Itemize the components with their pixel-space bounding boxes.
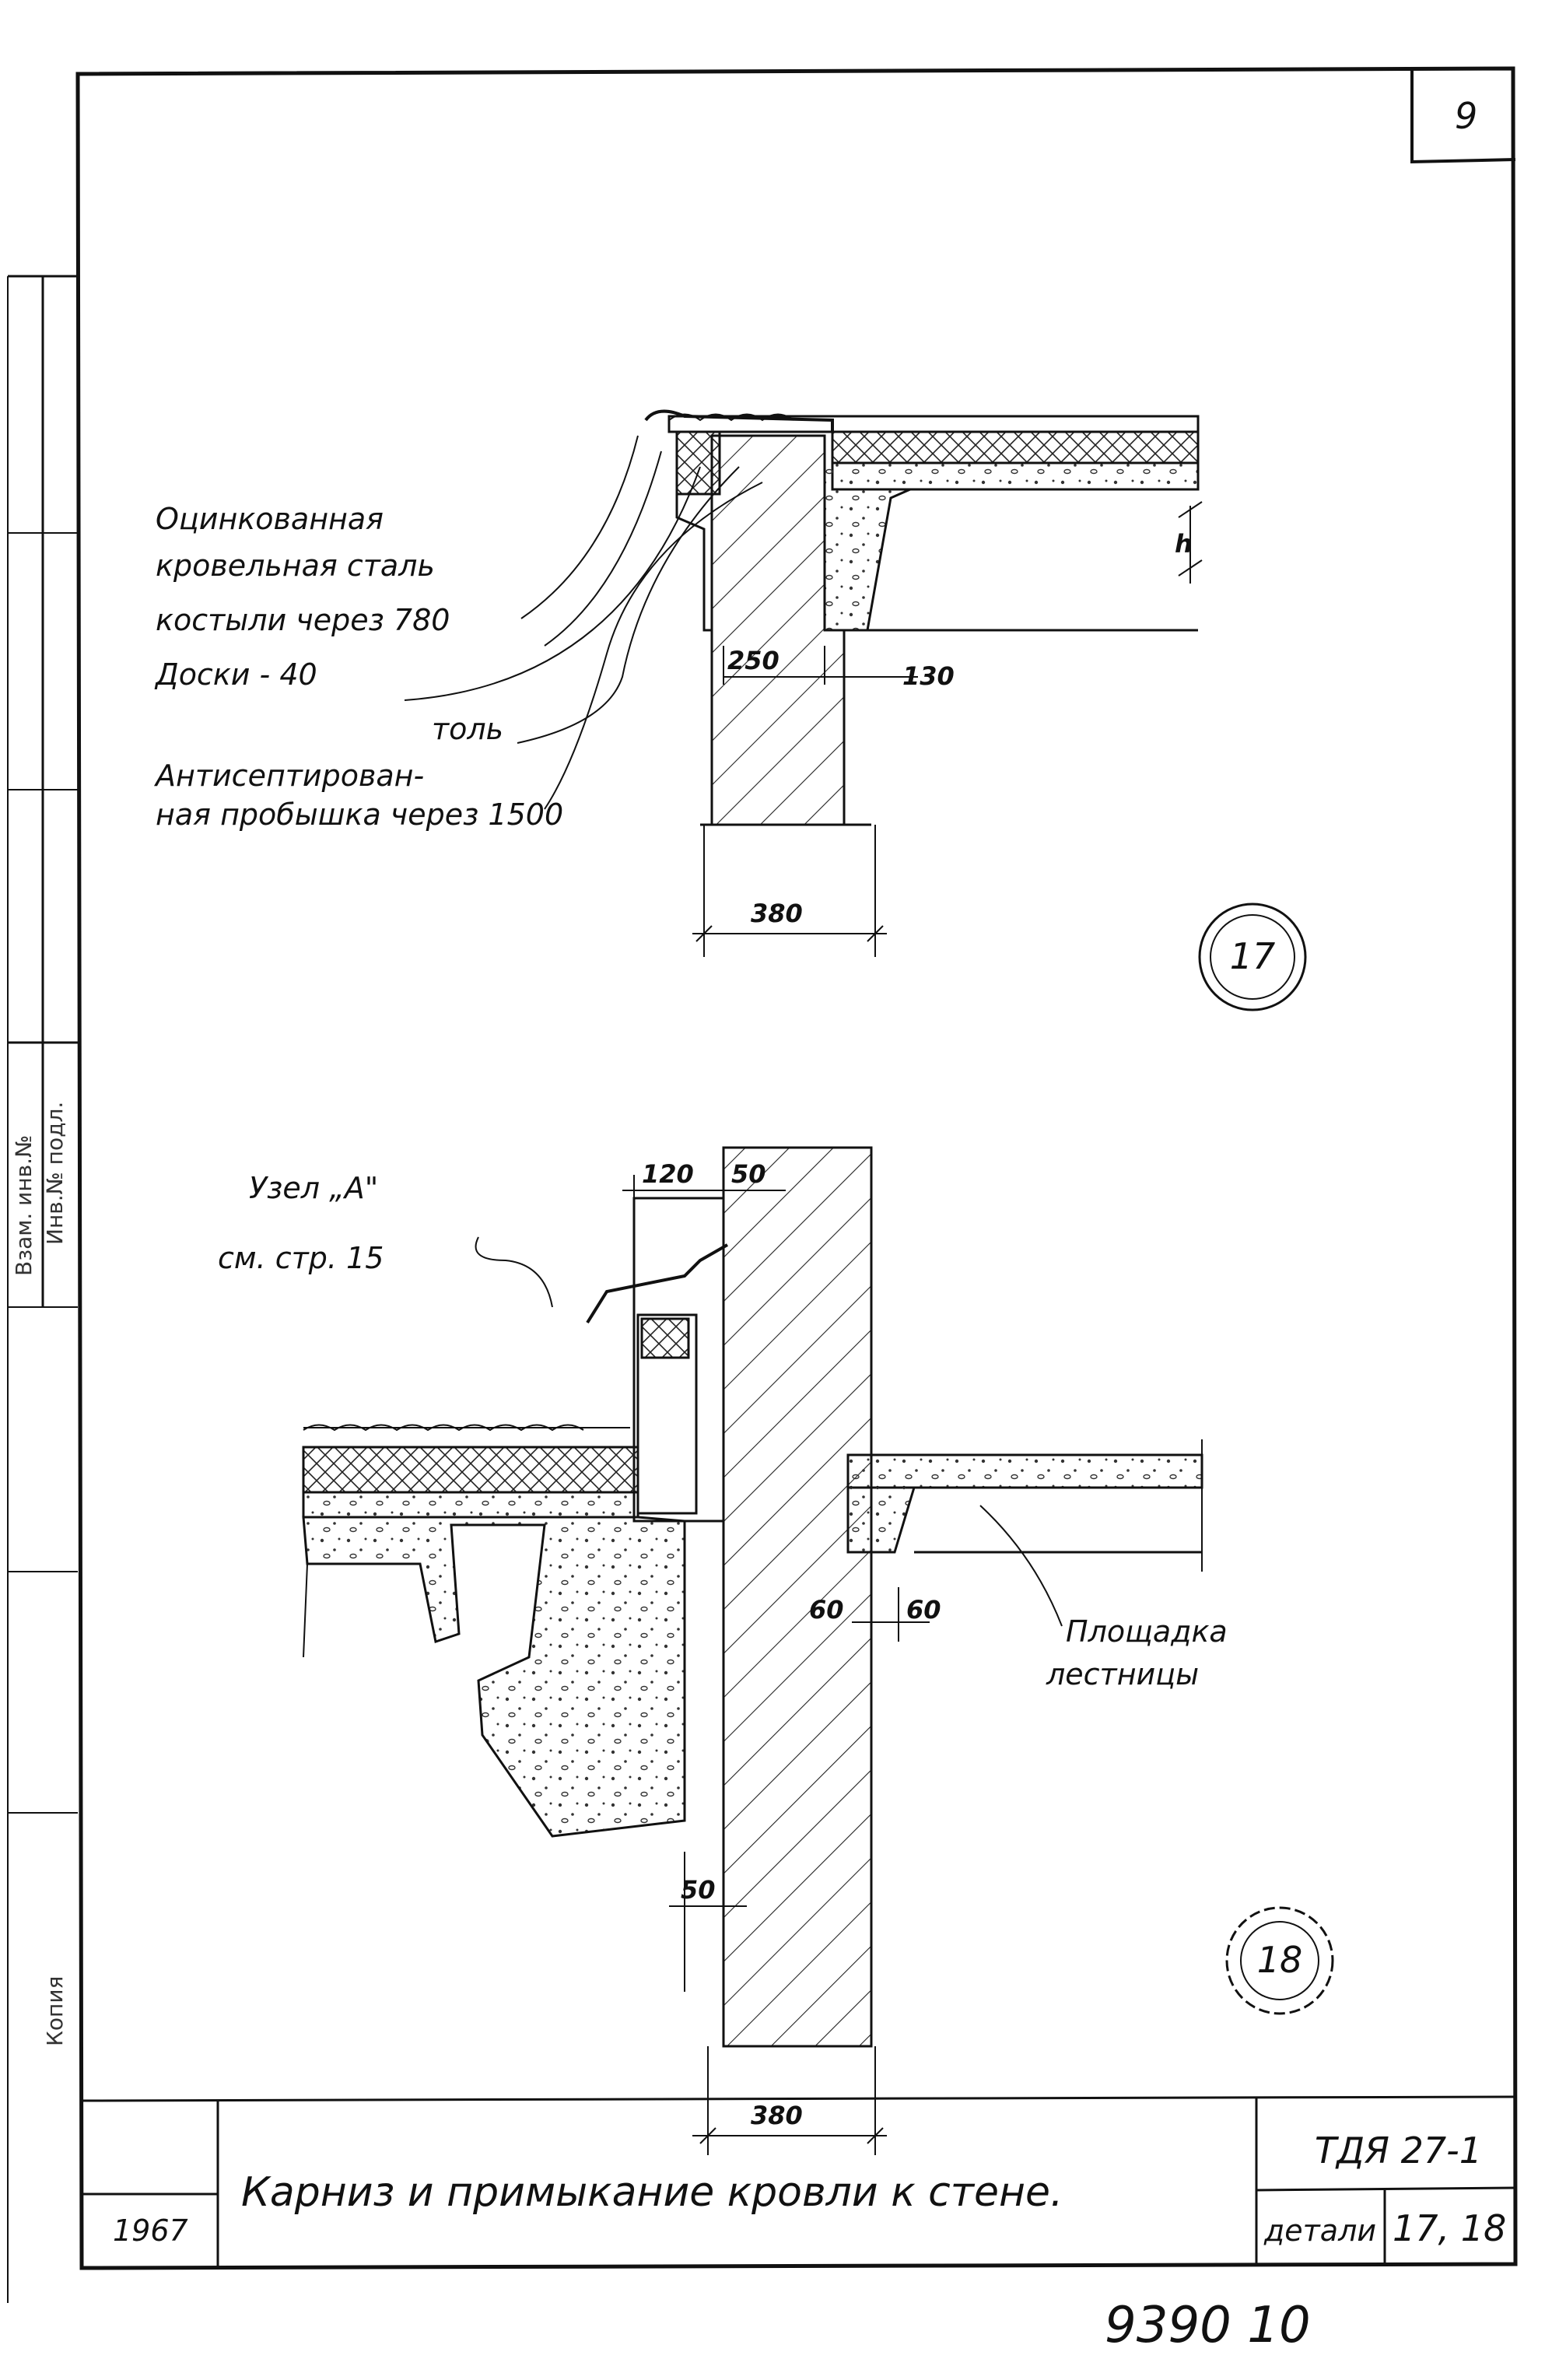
detail-17-label-4: толь: [432, 712, 503, 746]
detail-17-dim-250: 250: [727, 646, 780, 675]
detail-17-label-3: Доски - 40: [154, 657, 317, 692]
title-text: Карниз и примыкание кровли к стене.: [241, 2169, 1063, 2216]
detail-17-label-steel-2: кровельная сталь: [156, 549, 435, 583]
side-mark-3: Копия: [42, 1976, 68, 2046]
footer-number: 9390 10: [1105, 2297, 1311, 2354]
title-details-label: детали: [1263, 2214, 1376, 2248]
detail-17-label-anti-2: ная пробышка через 1500: [156, 797, 563, 832]
detail-18-dim-120: 120: [642, 1159, 694, 1189]
detail-17-dim-h: h: [1175, 529, 1193, 559]
detail-17-dim-130: 130: [902, 661, 955, 691]
detail-18-dim-50-top: 50: [731, 1159, 766, 1189]
title-details-value: 17, 18: [1393, 2207, 1506, 2249]
detail-18-marker-label: 18: [1257, 1939, 1303, 1981]
detail-17-marker-label: 17: [1230, 935, 1276, 977]
title-block: [81, 2095, 1516, 2268]
detail-18-dim-60: 60: [906, 1595, 941, 1625]
page-number: 9: [1455, 95, 1477, 137]
detail-17-dim-380: 380: [751, 899, 803, 928]
side-mark-2: Взам. инв.№: [11, 1135, 37, 1276]
detail-18-dim-60-left: 60: [809, 1595, 844, 1625]
side-mark-1: Инв.№ подл.: [42, 1102, 68, 1245]
detail-17-label-steel-1: Оцинкованная: [156, 502, 384, 536]
detail-18-dim-380: 380: [751, 2101, 803, 2130]
detail-18-node-ref-1: Узел „А": [249, 1171, 378, 1205]
detail-17-label-2: костыли через 780: [156, 603, 450, 637]
detail-18-marker: [1225, 1906, 1334, 2015]
detail-18-drawing: [302, 1146, 1203, 2155]
sheet-frame: [7, 66, 1518, 2303]
detail-18-dim-50-bottom: 50: [681, 1875, 716, 1905]
detail-17-marker: [1198, 903, 1307, 1011]
detail-18-landing-2: лестницы: [1046, 1657, 1199, 1691]
title-year: 1967: [113, 2214, 188, 2248]
title-code: ТДЯ 27-1: [1315, 2129, 1482, 2171]
detail-17-drawing: [404, 409, 1203, 957]
detail-17-label-anti-1: Антисептирован-: [153, 759, 424, 793]
detail-18-landing-1: Площадка: [1066, 1614, 1228, 1649]
detail-18-node-ref-2: см. стр. 15: [218, 1241, 384, 1275]
